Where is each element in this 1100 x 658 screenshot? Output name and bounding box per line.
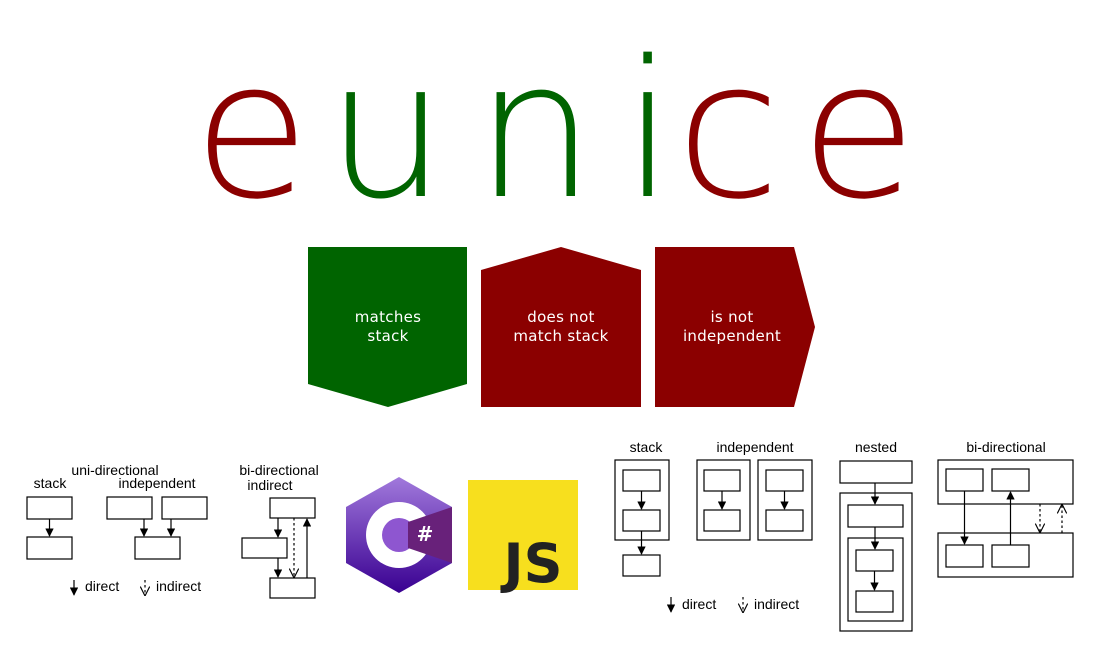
js-square [468,480,578,590]
right-stack-box-2 [622,509,661,532]
right-bi-directional-label: bi-directional [966,439,1045,455]
right-independent-label: independent [716,439,793,455]
badge-shape-up [481,247,641,407]
right-legend-indirect-label: indirect [754,596,799,612]
legend-direct-label: direct [85,578,119,594]
right-nested-diagram: nested [839,439,913,632]
bidir-bottom-box-right [991,544,1030,568]
bidir-bottom-box-left [945,544,984,568]
uni-directional-label: uni-directional [71,462,158,478]
logo-letter-i: i [622,20,675,241]
badge-matches-stack: matches stack [308,247,467,407]
badge-shape-right [655,247,815,407]
csharp-ring-inner [382,518,416,552]
logo-letter-e1: e [193,20,310,241]
bidir-top-box-left [945,468,984,492]
bidir-top-box-right [991,468,1030,492]
right-stack-box-3 [622,554,661,577]
stack-box-bottom [26,536,73,560]
right-stack-box-1 [622,469,661,492]
badge-line2: independent [683,327,781,345]
bi-directional-label: bi-directional [239,462,318,478]
csharp-logo: # [346,477,452,593]
nested-inner-box-2 [855,590,894,613]
bidir-box-middle [241,537,288,559]
logo-letter-c: c [676,20,780,241]
badge-does-not-match-stack: does not match stack [481,247,641,407]
badge-line1: is not [710,308,753,326]
uni-directional-diagram: uni-directional stack independent [26,462,208,560]
right-independent-left-box-2 [703,509,741,532]
nested-inner-box-1 [855,549,894,572]
right-legend-direct-label: direct [682,596,716,612]
eunice-logo: e u n i c e [193,20,917,241]
logo-letter-u: u [326,20,446,241]
legend-indirect-label: indirect [156,578,201,594]
badge-line2: stack [367,327,408,345]
indirect-label: indirect [247,477,292,493]
badge-line1: does not [527,308,594,326]
right-bi-directional-diagram: bi-directional [937,439,1074,578]
stack-box-top [26,496,73,520]
nested-box-top [839,460,913,484]
independent-box-left [106,496,153,520]
js-text: JS [500,532,563,595]
right-independent-left-box-1 [703,469,741,492]
badge-line1: matches [355,308,422,326]
nested-box-2 [847,504,904,528]
right-stack-label: stack [630,439,664,455]
independent-box-bottom [134,536,181,560]
right-independent-right-box-1 [765,469,804,492]
csharp-cut [408,507,452,563]
bidir-box-top [269,497,316,519]
badge-is-not-independent: is not independent [655,247,815,407]
independent-box-right [161,496,208,520]
logo-letter-n: n [475,20,595,241]
logo-letter-e2: e [800,20,917,241]
javascript-logo: JS [468,480,578,595]
right-independent-diagram: independent [696,439,813,541]
bidir-box-bottom [269,577,316,599]
bi-directional-indirect-diagram: bi-directional indirect [239,462,319,599]
badge-line2: match stack [513,327,608,345]
right-legend: direct indirect [666,596,799,612]
badge-shape-down [308,247,467,407]
right-nested-label: nested [855,439,897,455]
stack-label: stack [34,475,68,491]
independent-label: independent [118,475,195,491]
csharp-hash-mark: # [417,522,434,546]
right-stack-diagram: stack [614,439,670,577]
left-legend: direct indirect [69,578,201,595]
right-independent-right-box-2 [765,509,804,532]
